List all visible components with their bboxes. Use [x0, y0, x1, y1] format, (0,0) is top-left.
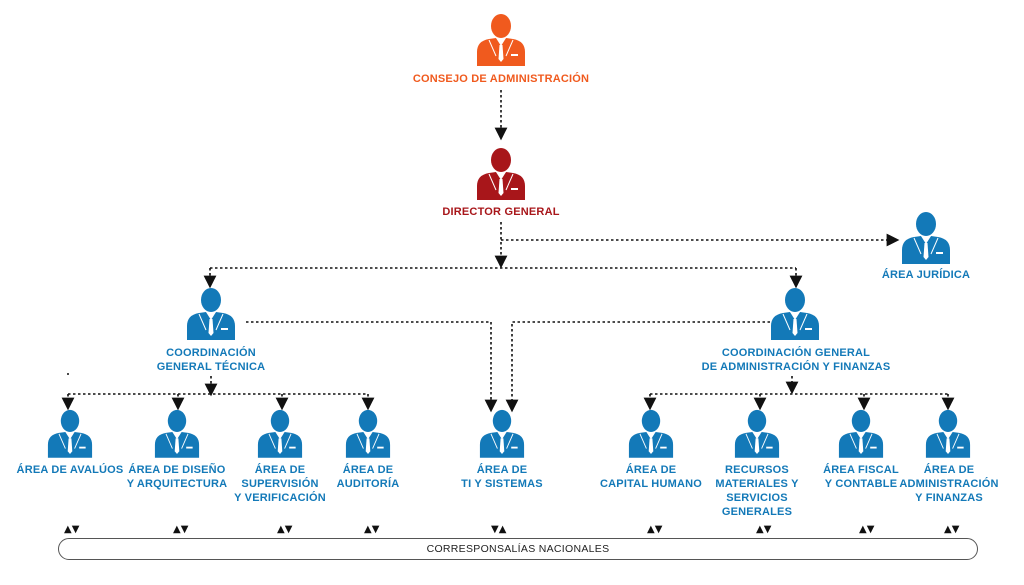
person-icon-avaluos — [47, 409, 93, 459]
updown-arrows: ▲▼ ▲▼ ▲▼ ▲▼ ▼▲ ▲▼ ▲▼ ▲▼ ▲▼ — [64, 524, 960, 535]
node-label-line: ÁREA DE — [342, 464, 394, 476]
person-icon-admin-fin — [925, 409, 971, 459]
node-label-line: RECURSOS — [725, 464, 789, 476]
node-label-line: AUDITORÍA — [336, 478, 400, 490]
node-label-consejo: CONSEJO DE ADMINISTRACIÓN — [401, 72, 601, 86]
svg-text:▲▼: ▲▼ — [364, 524, 380, 535]
svg-text:▲▼: ▲▼ — [756, 524, 772, 535]
person-icon-recursos — [734, 409, 780, 459]
node-label-recursos: RECURSOS MATERIALES Y SERVICIOS GENERALES — [707, 463, 807, 519]
svg-text:▼▲: ▼▲ — [491, 524, 507, 535]
node-label-line: CAPITAL HUMANO — [600, 478, 702, 490]
svg-text:▲▼: ▲▼ — [859, 524, 875, 535]
person-icon-ti — [479, 409, 525, 459]
node-label-line: DIRECTOR GENERAL — [442, 206, 560, 218]
node-label-line: SUPERVISIÓN — [241, 478, 319, 490]
node-label-line: ÁREA DE — [476, 464, 528, 476]
person-icon-capital — [628, 409, 674, 459]
person-icon-coord-admin — [770, 287, 820, 341]
edge-coord-admin-ti — [505, 321, 770, 413]
node-label-fiscal: ÁREA FISCAL Y CONTABLE — [811, 463, 911, 491]
svg-text:▲▼: ▲▼ — [64, 524, 80, 535]
node-label-line: ÁREA DE AVALÚOS — [16, 464, 124, 476]
node-label-coord-admin: COORDINACIÓN GENERAL DE ADMINISTRACIÓN Y … — [694, 346, 898, 374]
node-label-line: CONSEJO DE ADMINISTRACIÓN — [412, 73, 590, 85]
svg-text:▲▼: ▲▼ — [647, 524, 663, 535]
corresponsalias-bar: CORRESPONSALÍAS NACIONALES — [58, 538, 978, 560]
node-label-line: ÁREA DE — [625, 464, 677, 476]
node-label-line: ÁREA DE — [923, 464, 975, 476]
svg-text:▲▼: ▲▼ — [944, 524, 960, 535]
node-label-line: ÁREA DE — [254, 464, 306, 476]
connectors — [61, 90, 955, 413]
node-label-line: ÁREA FISCAL — [823, 464, 899, 476]
person-icon-fiscal — [838, 409, 884, 459]
node-label-diseno: ÁREA DE DISEÑO Y ARQUITECTURA — [117, 463, 237, 491]
node-label-line: Y CONTABLE — [824, 478, 898, 490]
node-label-line: ADMINISTRACIÓN — [899, 478, 999, 490]
node-label-ti: ÁREA DE TI Y SISTEMAS — [447, 463, 557, 491]
node-label-line: DE ADMINISTRACIÓN Y FINANZAS — [701, 361, 891, 373]
node-label-avaluos: ÁREA DE AVALÚOS — [12, 463, 128, 477]
person-icon-diseno — [154, 409, 200, 459]
node-label-line: ÁREA DE DISEÑO — [128, 464, 226, 476]
node-label-line: COORDINACIÓN GENERAL — [721, 347, 871, 359]
node-label-line: GENERALES — [721, 506, 793, 518]
node-label-auditoria: ÁREA DE AUDITORÍA — [318, 463, 418, 491]
node-label-line: MATERIALES Y — [715, 478, 799, 490]
node-label-capital: ÁREA DE CAPITAL HUMANO — [596, 463, 706, 491]
node-label-line: ÁREA JURÍDICA — [881, 269, 971, 281]
node-label-supervision: ÁREA DE SUPERVISIÓN Y VERIFICACIÓN — [222, 463, 338, 505]
node-label-line: GENERAL TÉCNICA — [156, 361, 266, 373]
node-label-line: COORDINACIÓN — [166, 347, 256, 359]
node-label-director: DIRECTOR GENERAL — [401, 205, 601, 219]
node-label-line: Y VERIFICACIÓN — [234, 492, 326, 504]
person-icon-supervision — [257, 409, 303, 459]
person-icon-consejo — [476, 13, 526, 67]
node-label-juridica: ÁREA JURÍDICA — [866, 268, 986, 282]
svg-text:▲▼: ▲▼ — [277, 524, 293, 535]
stray-dot — [67, 373, 69, 375]
node-label-line: Y ARQUITECTURA — [126, 478, 228, 490]
person-icon-director — [476, 147, 526, 201]
node-label-coord-tecnica: COORDINACIÓN GENERAL TÉCNICA — [131, 346, 291, 374]
node-label-line: SERVICIOS — [726, 492, 788, 504]
node-label-line: Y FINANZAS — [915, 492, 983, 504]
person-icon-coord-tecnica — [186, 287, 236, 341]
node-label-line: TI Y SISTEMAS — [461, 478, 543, 490]
person-icon-auditoria — [345, 409, 391, 459]
person-icon-juridica — [901, 211, 951, 265]
node-label-admin-fin: ÁREA DE ADMINISTRACIÓN Y FINANZAS — [899, 463, 999, 505]
edge-coord-tecnica-ti — [246, 321, 498, 413]
corresponsalias-label: CORRESPONSALÍAS NACIONALES — [426, 543, 610, 555]
svg-text:▲▼: ▲▼ — [173, 524, 189, 535]
